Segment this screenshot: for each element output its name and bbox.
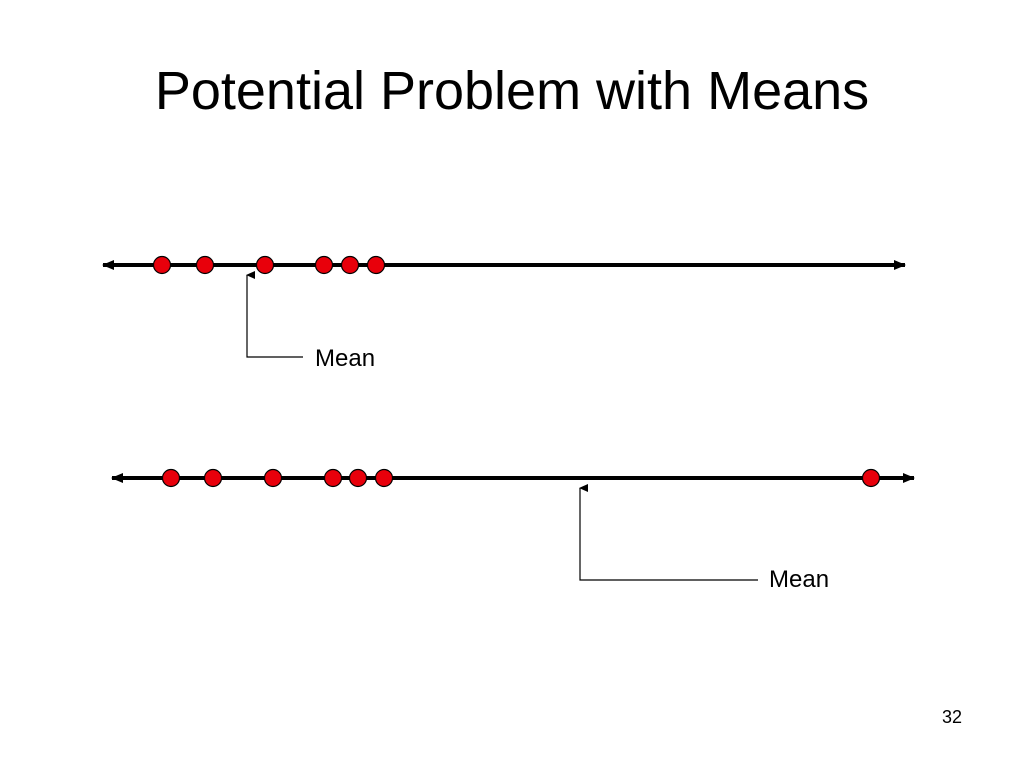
mean-label-1: Mean: [315, 345, 375, 372]
mean-label-2: Mean: [769, 566, 829, 593]
slide-title: Potential Problem with Means: [154, 61, 870, 121]
outlier-data-point: [861, 468, 881, 488]
data-point: [340, 255, 360, 275]
data-point: [161, 468, 181, 488]
data-point: [366, 255, 386, 275]
data-point: [263, 468, 283, 488]
mean-pointer-2: [579, 484, 758, 581]
page-number: 32: [941, 707, 962, 727]
number-line-1: Mean: [102, 255, 906, 372]
data-point: [348, 468, 368, 488]
data-point: [255, 255, 275, 275]
data-point: [314, 255, 334, 275]
data-point: [195, 255, 215, 275]
data-point: [152, 255, 172, 275]
data-point: [374, 468, 394, 488]
data-point: [323, 468, 343, 488]
number-line-2: Mean: [111, 468, 915, 593]
mean-pointer-1: [246, 271, 303, 358]
data-point: [203, 468, 223, 488]
